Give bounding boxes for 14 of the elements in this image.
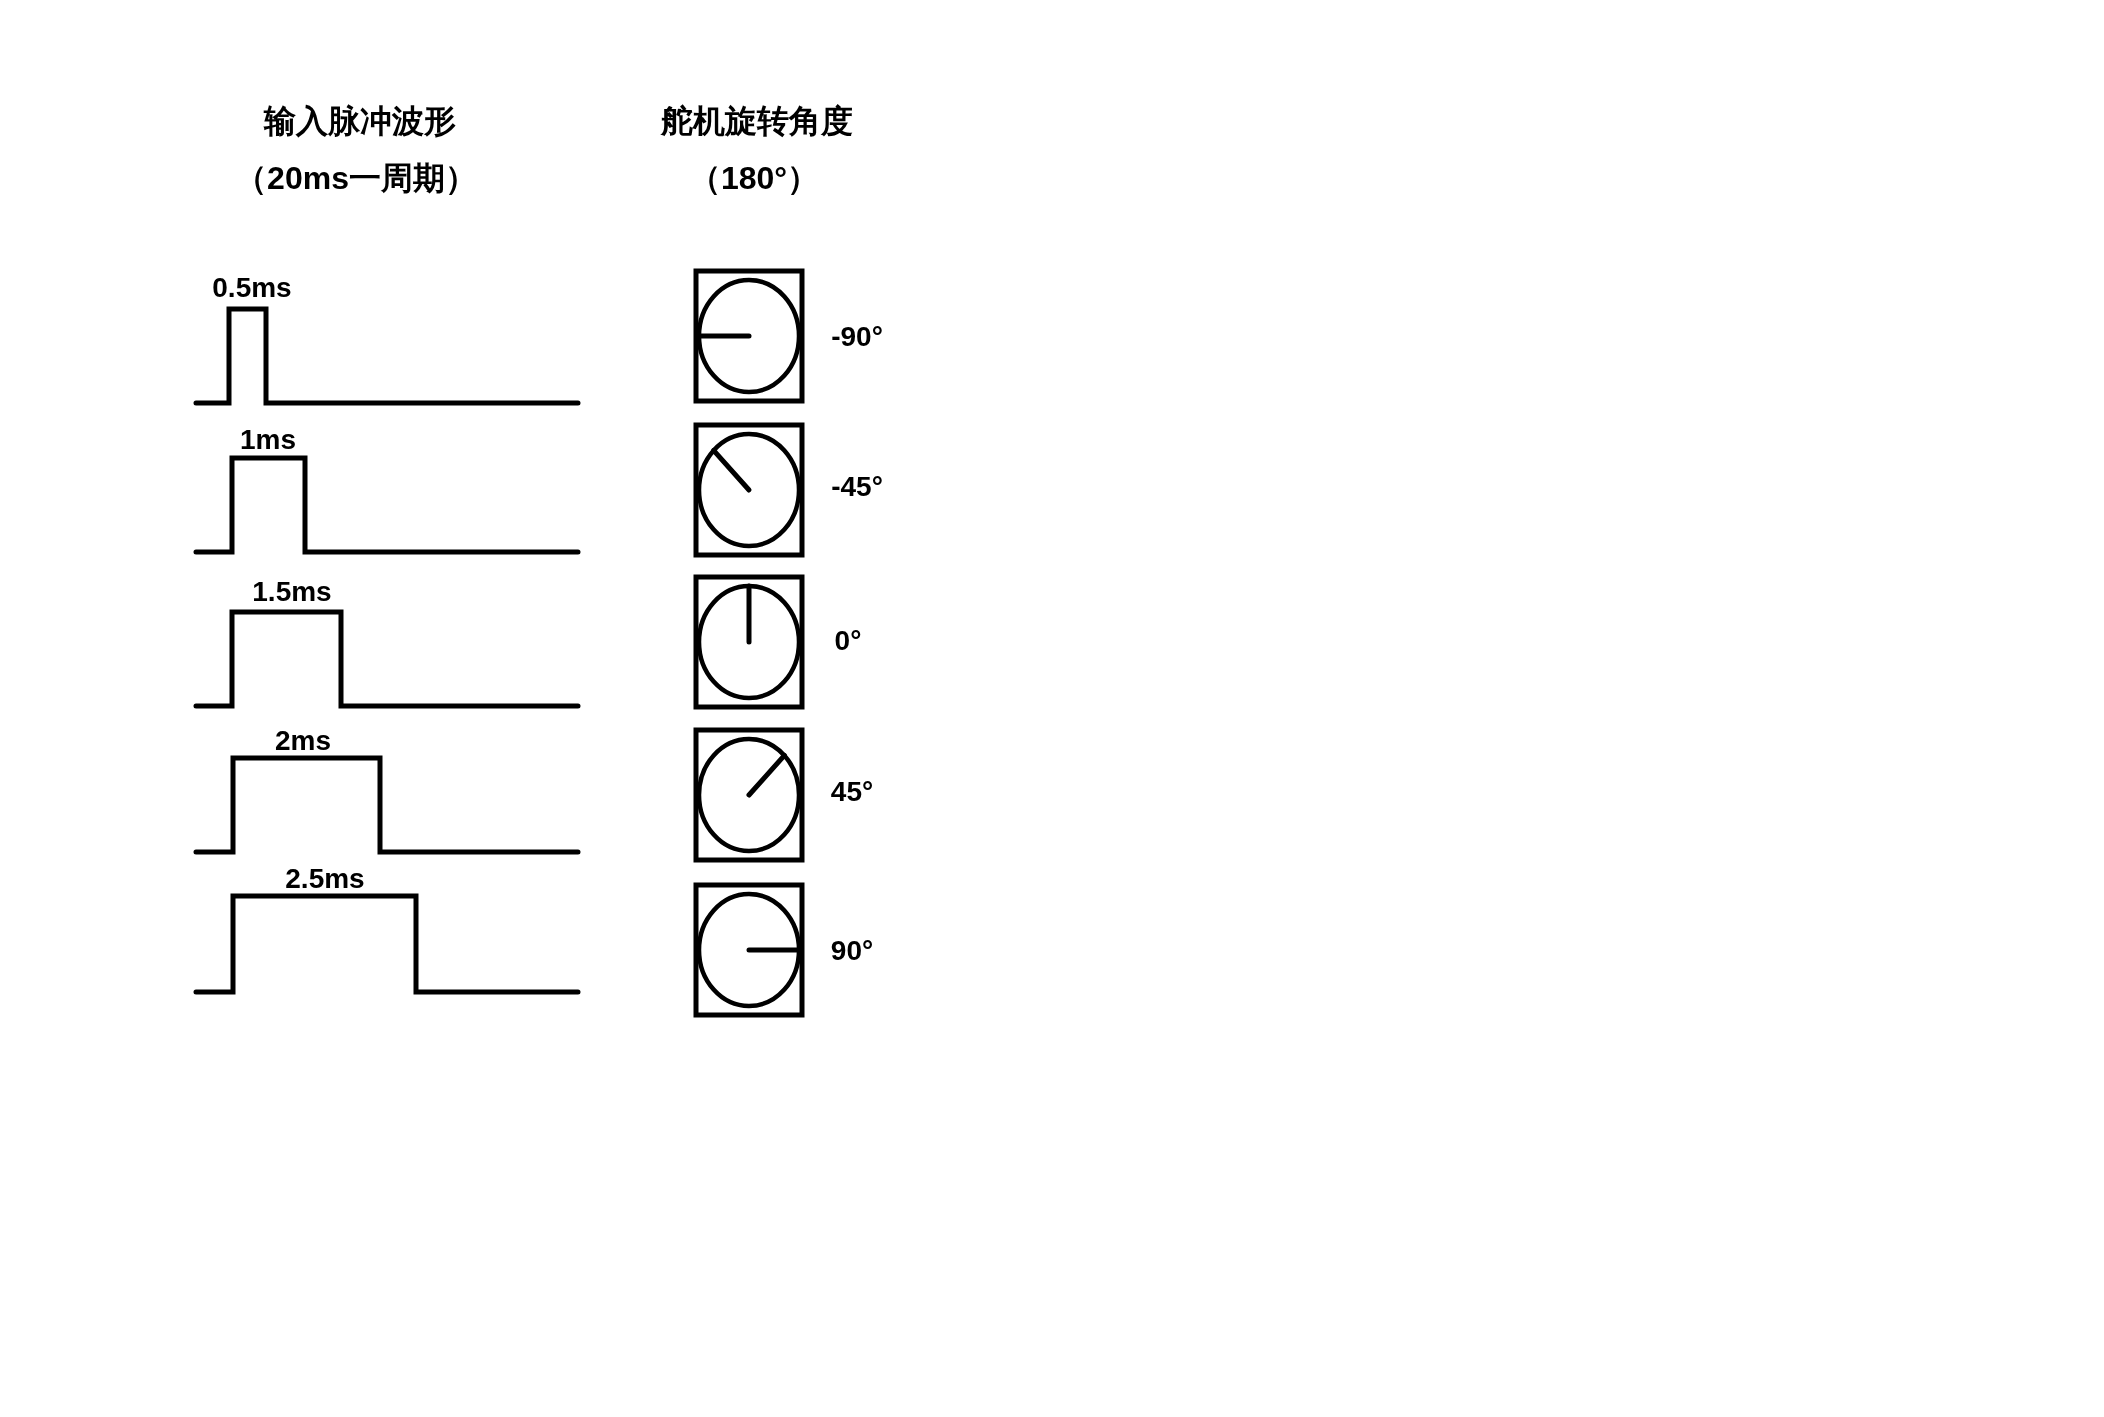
column-heading: 输入脉冲波形 [264, 102, 456, 140]
column-subheading: （20ms一周期） [235, 159, 477, 197]
angle-label: 0° [834, 624, 862, 658]
pulse-width-label: 0.5ms [212, 271, 292, 305]
pulse-width-label: 2.5ms [285, 862, 365, 896]
pulse-width-label: 1ms [240, 423, 296, 457]
angle-label: -90° [831, 320, 883, 354]
column-heading: 舵机旋转角度 [661, 102, 853, 140]
angle-label: 45° [830, 775, 874, 809]
column-subheading: （180°） [688, 159, 820, 197]
pulse-width-label: 1.5ms [252, 575, 332, 609]
angle-label: -45° [831, 470, 883, 504]
pulse-width-label: 2ms [275, 724, 331, 758]
angle-label: 90° [830, 934, 874, 968]
